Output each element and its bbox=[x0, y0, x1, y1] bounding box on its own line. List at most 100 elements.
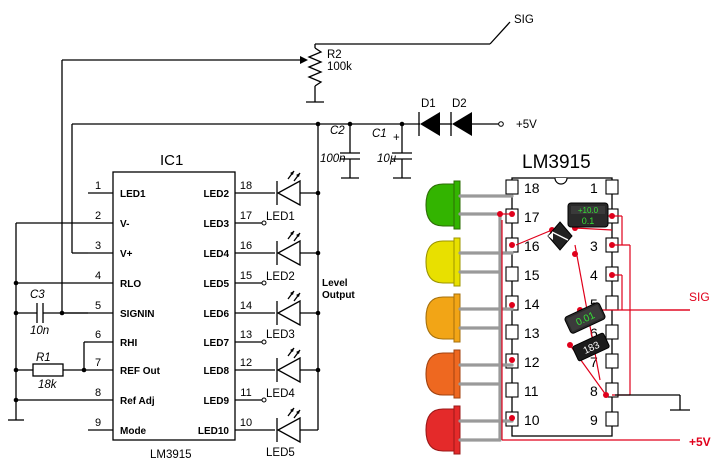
layout-pin-10: 10 bbox=[524, 412, 540, 428]
layout-smd-resistor: 183 bbox=[572, 332, 610, 362]
led-1 bbox=[276, 170, 318, 207]
resistor-r1 bbox=[16, 341, 88, 377]
layout-led-red bbox=[425, 405, 461, 455]
layout-led-orange bbox=[425, 349, 461, 399]
layout-pin-16: 16 bbox=[524, 238, 540, 254]
terminal-11 bbox=[261, 397, 267, 403]
terminal-17 bbox=[261, 220, 267, 226]
r1-value: 18k bbox=[38, 379, 58, 391]
pin-name-mode: Mode bbox=[120, 426, 147, 437]
c1-name: C1 bbox=[372, 128, 387, 140]
pin-name-led7: LED7 bbox=[203, 338, 229, 349]
led-label-1: LED1 bbox=[266, 211, 295, 223]
layout-pin-12: 12 bbox=[524, 354, 540, 370]
pin-name-led5: LED5 bbox=[203, 279, 229, 290]
layout-pin-13: 13 bbox=[524, 325, 540, 341]
ic1-body bbox=[112, 171, 236, 441]
pin-num-11: 11 bbox=[240, 387, 251, 399]
layout-pin-15: 15 bbox=[524, 267, 540, 283]
pin-num-4: 4 bbox=[95, 270, 101, 282]
terminal-15 bbox=[261, 280, 267, 286]
c3-name: C3 bbox=[30, 289, 45, 301]
pin-num-9: 9 bbox=[95, 417, 101, 429]
schematic: IC1 LM3915 1 2 3 4 5 bbox=[8, 14, 537, 461]
layout-pin-11: 11 bbox=[524, 383, 539, 399]
led-5 bbox=[276, 407, 318, 444]
layout-pin-6: 6 bbox=[590, 325, 598, 341]
pin-name-led10: LED10 bbox=[198, 426, 230, 437]
capacitor-c1 bbox=[392, 124, 412, 179]
pin-name-vminus: V- bbox=[120, 219, 129, 230]
layout-pin-4: 4 bbox=[590, 267, 598, 283]
pin-name-rhi: RHI bbox=[120, 338, 137, 349]
led-label-5: LED5 bbox=[266, 447, 295, 459]
layout-title: LM3915 bbox=[522, 152, 591, 173]
pin-name-led3: LED3 bbox=[203, 219, 229, 230]
pin-name-rlo: RLO bbox=[120, 279, 141, 290]
layout-plus5v-label: +5V bbox=[689, 435, 711, 449]
pin-num-3: 3 bbox=[95, 240, 101, 252]
pin-name-led8: LED8 bbox=[203, 366, 229, 377]
pin-num-10: 10 bbox=[240, 417, 252, 429]
layout-led-green bbox=[425, 180, 514, 230]
cap-bottom-value: 0.1 bbox=[582, 216, 595, 226]
led-label-2: LED2 bbox=[266, 271, 295, 283]
pin-name-ref-out: REF Out bbox=[120, 366, 161, 377]
layout-pin-9: 9 bbox=[590, 412, 598, 428]
c2-name: C2 bbox=[330, 125, 345, 137]
led-4 bbox=[276, 347, 318, 384]
pin-num-8: 8 bbox=[95, 387, 101, 399]
layout-electrolytic-cap: +10.0 0.1 bbox=[567, 202, 609, 228]
plus5v-label: +5V bbox=[516, 119, 537, 131]
pin-num-2: 2 bbox=[95, 210, 101, 222]
pin-num-7: 7 bbox=[95, 357, 101, 369]
layout-smd-cap: 0.01 bbox=[564, 302, 606, 334]
layout-pin-7: 7 bbox=[590, 354, 598, 370]
r2-name: R2 bbox=[327, 49, 342, 61]
layout-pin-8: 8 bbox=[590, 383, 598, 399]
diode-d2 bbox=[450, 112, 472, 136]
pin-name-vplus: V+ bbox=[120, 249, 133, 260]
capacitor-c2 bbox=[340, 124, 360, 179]
led-3 bbox=[276, 290, 318, 327]
ic1-name: IC1 bbox=[160, 152, 183, 169]
pin-num-1: 1 bbox=[95, 180, 101, 192]
terminal-13 bbox=[261, 339, 267, 345]
capacitor-c3 bbox=[16, 303, 88, 323]
pin-name-led2: LED2 bbox=[203, 189, 229, 200]
c2-value: 100n bbox=[320, 153, 346, 165]
led-label-3: LED3 bbox=[266, 329, 295, 341]
pin-name-signin: SIGNIN bbox=[120, 309, 154, 320]
pin-name-led4: LED4 bbox=[203, 249, 229, 260]
layout-pin-1: 1 bbox=[590, 180, 598, 196]
d2-label: D2 bbox=[452, 98, 467, 110]
led-label-4: LED4 bbox=[266, 388, 295, 400]
pin-num-13: 13 bbox=[240, 329, 252, 341]
pin-num-18: 18 bbox=[240, 180, 252, 192]
pin-num-14: 14 bbox=[240, 300, 252, 312]
cap-top-value: +10.0 bbox=[578, 206, 599, 215]
r1-name: R1 bbox=[36, 352, 51, 364]
pin-name-led6: LED6 bbox=[203, 309, 229, 320]
layout-sig-label: SIG bbox=[689, 290, 710, 304]
layout-led-amber bbox=[425, 293, 461, 343]
layout-led-yellow bbox=[425, 237, 461, 287]
led-2 bbox=[276, 230, 318, 267]
layout-pin-18: 18 bbox=[524, 180, 540, 196]
potentiometer-r2 bbox=[61, 21, 511, 314]
pin-num-16: 16 bbox=[240, 240, 252, 252]
ic1-part-label: LM3915 bbox=[150, 449, 192, 461]
c1-plus: + bbox=[393, 132, 400, 144]
pin-name-led9: LED9 bbox=[203, 396, 229, 407]
level-output-label-1: Level bbox=[322, 278, 348, 289]
diode-d1 bbox=[418, 112, 440, 136]
layout-view: LM3915 18 17 bbox=[425, 152, 711, 455]
c1-value: 10µ bbox=[377, 153, 397, 165]
pin-num-12: 12 bbox=[240, 357, 252, 369]
layout-pin-17: 17 bbox=[524, 209, 540, 225]
d1-label: D1 bbox=[421, 98, 436, 110]
c3-value: 10n bbox=[30, 325, 49, 337]
r2-value: 100k bbox=[327, 61, 352, 73]
layout-trimmer bbox=[547, 221, 573, 251]
